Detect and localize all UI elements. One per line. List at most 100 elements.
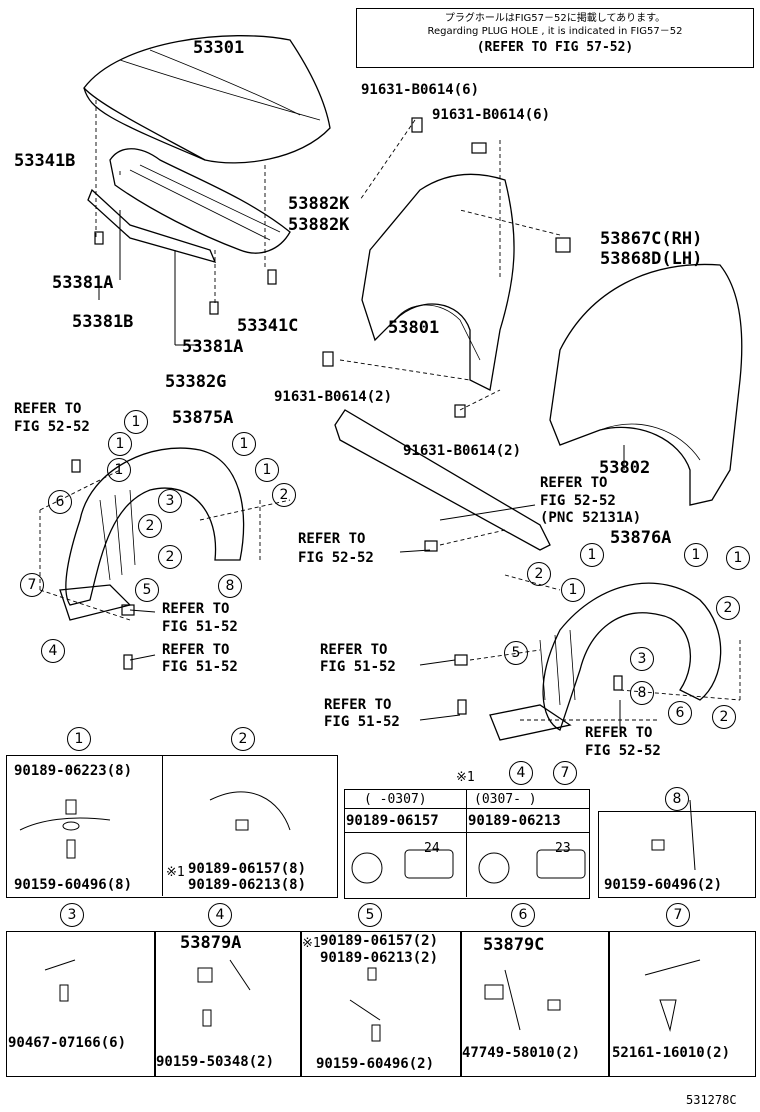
part-53381A-upper[interactable]: 53381A bbox=[52, 273, 114, 293]
part-90189-06157-2[interactable]: 90189-06157(2) bbox=[320, 933, 439, 949]
part-91631-B0614-2-b[interactable]: 91631-B0614(2) bbox=[403, 443, 522, 459]
marker-4[interactable]: 4 bbox=[509, 761, 533, 785]
part-53868D-LH[interactable]: 53868D(LH) bbox=[600, 249, 703, 269]
marker-7[interactable]: 7 bbox=[20, 573, 44, 597]
marker-1[interactable]: 1 bbox=[255, 458, 279, 482]
fender-support-rail bbox=[334, 409, 551, 551]
part-90189-06223[interactable]: 90189-06223(8) bbox=[14, 763, 133, 779]
part-53301[interactable]: 53301 bbox=[193, 38, 245, 58]
part-53801[interactable]: 53801 bbox=[388, 318, 440, 338]
front-fender-lh bbox=[549, 263, 743, 506]
marker-2[interactable]: 2 bbox=[158, 545, 182, 569]
fastener-table bbox=[344, 789, 590, 899]
refer-fig-52-52-a[interactable]: FIG 52-52 bbox=[14, 419, 90, 435]
marker-1[interactable]: 1 bbox=[580, 543, 604, 567]
marker-1[interactable]: 1 bbox=[726, 546, 750, 570]
detail-7-marker: 7 bbox=[666, 903, 690, 927]
part-53802[interactable]: 53802 bbox=[599, 458, 651, 478]
part-90189-06157-8[interactable]: 90189-06157(8) bbox=[188, 861, 307, 877]
note-english: Regarding PLUG HOLE , it is indicated in… bbox=[427, 25, 683, 37]
part-53381B[interactable]: 53381B bbox=[72, 312, 134, 332]
part-53341C[interactable]: 53341C bbox=[237, 316, 299, 336]
detail-5-marker: 5 bbox=[358, 903, 382, 927]
detail-panel-4 bbox=[154, 931, 302, 1077]
front-fender-rh bbox=[361, 173, 515, 391]
hood-seal bbox=[87, 188, 217, 263]
table-part-90189-06157[interactable]: 90189-06157 bbox=[346, 813, 439, 829]
marker-1[interactable]: 1 bbox=[124, 410, 148, 434]
refer-to-2: REFER TO bbox=[540, 475, 608, 491]
star-note-1: ※1 bbox=[166, 865, 185, 880]
part-53879C[interactable]: 53879C bbox=[483, 935, 545, 955]
part-53882K-b[interactable]: 53882K bbox=[288, 215, 350, 235]
note-reference: (REFER TO FIG 57-52) bbox=[476, 40, 634, 55]
detail-panel-7 bbox=[608, 931, 756, 1077]
part-53882K-a[interactable]: 53882K bbox=[288, 194, 350, 214]
part-90189-06213-8[interactable]: 90189-06213(8) bbox=[188, 877, 307, 893]
refer-fig-52-52-d[interactable]: FIG 52-52 bbox=[585, 743, 661, 759]
marker-1[interactable]: 1 bbox=[232, 432, 256, 456]
part-91631-B0614-2-a[interactable]: 91631-B0614(2) bbox=[274, 389, 393, 405]
part-53879A[interactable]: 53879A bbox=[180, 933, 242, 953]
marker-2[interactable]: 2 bbox=[272, 483, 296, 507]
part-90189-06213-2[interactable]: 90189-06213(2) bbox=[320, 950, 439, 966]
refer-fig-51-52-d[interactable]: FIG 51-52 bbox=[324, 714, 400, 730]
marker-3[interactable]: 3 bbox=[158, 489, 182, 513]
marker-1[interactable]: 1 bbox=[561, 578, 585, 602]
part-90159-60496-2-a[interactable]: 90159-60496(2) bbox=[604, 877, 723, 893]
part-52161-16010[interactable]: 52161-16010(2) bbox=[612, 1045, 731, 1061]
marker-5[interactable]: 5 bbox=[504, 641, 528, 665]
part-53341B[interactable]: 53341B bbox=[14, 151, 76, 171]
refer-fig-52-52-b[interactable]: FIG 52-52 bbox=[540, 493, 616, 509]
part-90159-60496-2-b[interactable]: 90159-60496(2) bbox=[316, 1056, 435, 1072]
fender-liner-lh bbox=[542, 582, 722, 731]
detail-8-marker: 8 bbox=[665, 787, 689, 811]
marker-3[interactable]: 3 bbox=[630, 647, 654, 671]
marker-6[interactable]: 6 bbox=[668, 701, 692, 725]
part-53876A[interactable]: 53876A bbox=[610, 528, 672, 548]
part-47749-58010[interactable]: 47749-58010(2) bbox=[462, 1045, 581, 1061]
table-header-before: ( -0307) bbox=[364, 792, 427, 807]
refer-fig-51-52-c[interactable]: FIG 51-52 bbox=[320, 659, 396, 675]
refer-to-3: REFER TO bbox=[298, 531, 366, 547]
table-part-90189-06213[interactable]: 90189-06213 bbox=[468, 813, 561, 829]
refer-to-6: REFER TO bbox=[320, 642, 388, 658]
detail-panel-1-2 bbox=[6, 755, 338, 898]
marker-8[interactable]: 8 bbox=[630, 681, 654, 705]
marker-1[interactable]: 1 bbox=[108, 432, 132, 456]
marker-2[interactable]: 2 bbox=[712, 705, 736, 729]
marker-4[interactable]: 4 bbox=[41, 639, 65, 663]
part-90159-50348[interactable]: 90159-50348(2) bbox=[156, 1054, 275, 1070]
marker-5[interactable]: 5 bbox=[135, 578, 159, 602]
refer-pnc-52131A: (PNC 52131A) bbox=[540, 510, 642, 526]
refer-fig-51-52-a[interactable]: FIG 51-52 bbox=[162, 619, 238, 635]
detail-6-marker: 6 bbox=[511, 903, 535, 927]
part-90159-60496-8[interactable]: 90159-60496(8) bbox=[14, 877, 133, 893]
marker-2[interactable]: 2 bbox=[716, 596, 740, 620]
marker-1[interactable]: 1 bbox=[684, 543, 708, 567]
fender-liner-rh bbox=[65, 447, 245, 606]
part-90467-07166[interactable]: 90467-07166(6) bbox=[8, 1035, 127, 1051]
part-53867C-RH[interactable]: 53867C(RH) bbox=[600, 229, 703, 249]
marker-7[interactable]: 7 bbox=[553, 761, 577, 785]
dimension-23: 23 bbox=[555, 841, 571, 856]
plug-hole-note: プラグホールはFIG57－52に掲載してあります。 Regarding PLUG… bbox=[356, 8, 754, 68]
marker-6[interactable]: 6 bbox=[48, 490, 72, 514]
marker-2[interactable]: 2 bbox=[138, 514, 162, 538]
hood-inner-panel bbox=[109, 148, 291, 254]
star-note-5: ※1 bbox=[302, 936, 321, 951]
part-91631-B0614-6-a[interactable]: 91631-B0614(6) bbox=[361, 82, 480, 98]
detail-1-marker: 1 bbox=[67, 727, 91, 751]
marker-1[interactable]: 1 bbox=[107, 458, 131, 482]
part-91631-B0614-6-b[interactable]: 91631-B0614(6) bbox=[432, 107, 551, 123]
marker-2[interactable]: 2 bbox=[527, 562, 551, 586]
refer-to-1: REFER TO bbox=[14, 401, 82, 417]
part-53875A[interactable]: 53875A bbox=[172, 408, 234, 428]
dimension-24: 24 bbox=[424, 841, 440, 856]
marker-8[interactable]: 8 bbox=[218, 574, 242, 598]
part-53382G[interactable]: 53382G bbox=[165, 372, 227, 392]
refer-fig-51-52-b[interactable]: FIG 51-52 bbox=[162, 659, 238, 675]
part-53381A-lower[interactable]: 53381A bbox=[182, 337, 244, 357]
detail-panel-8 bbox=[598, 811, 756, 898]
refer-fig-52-52-c[interactable]: FIG 52-52 bbox=[298, 550, 374, 566]
